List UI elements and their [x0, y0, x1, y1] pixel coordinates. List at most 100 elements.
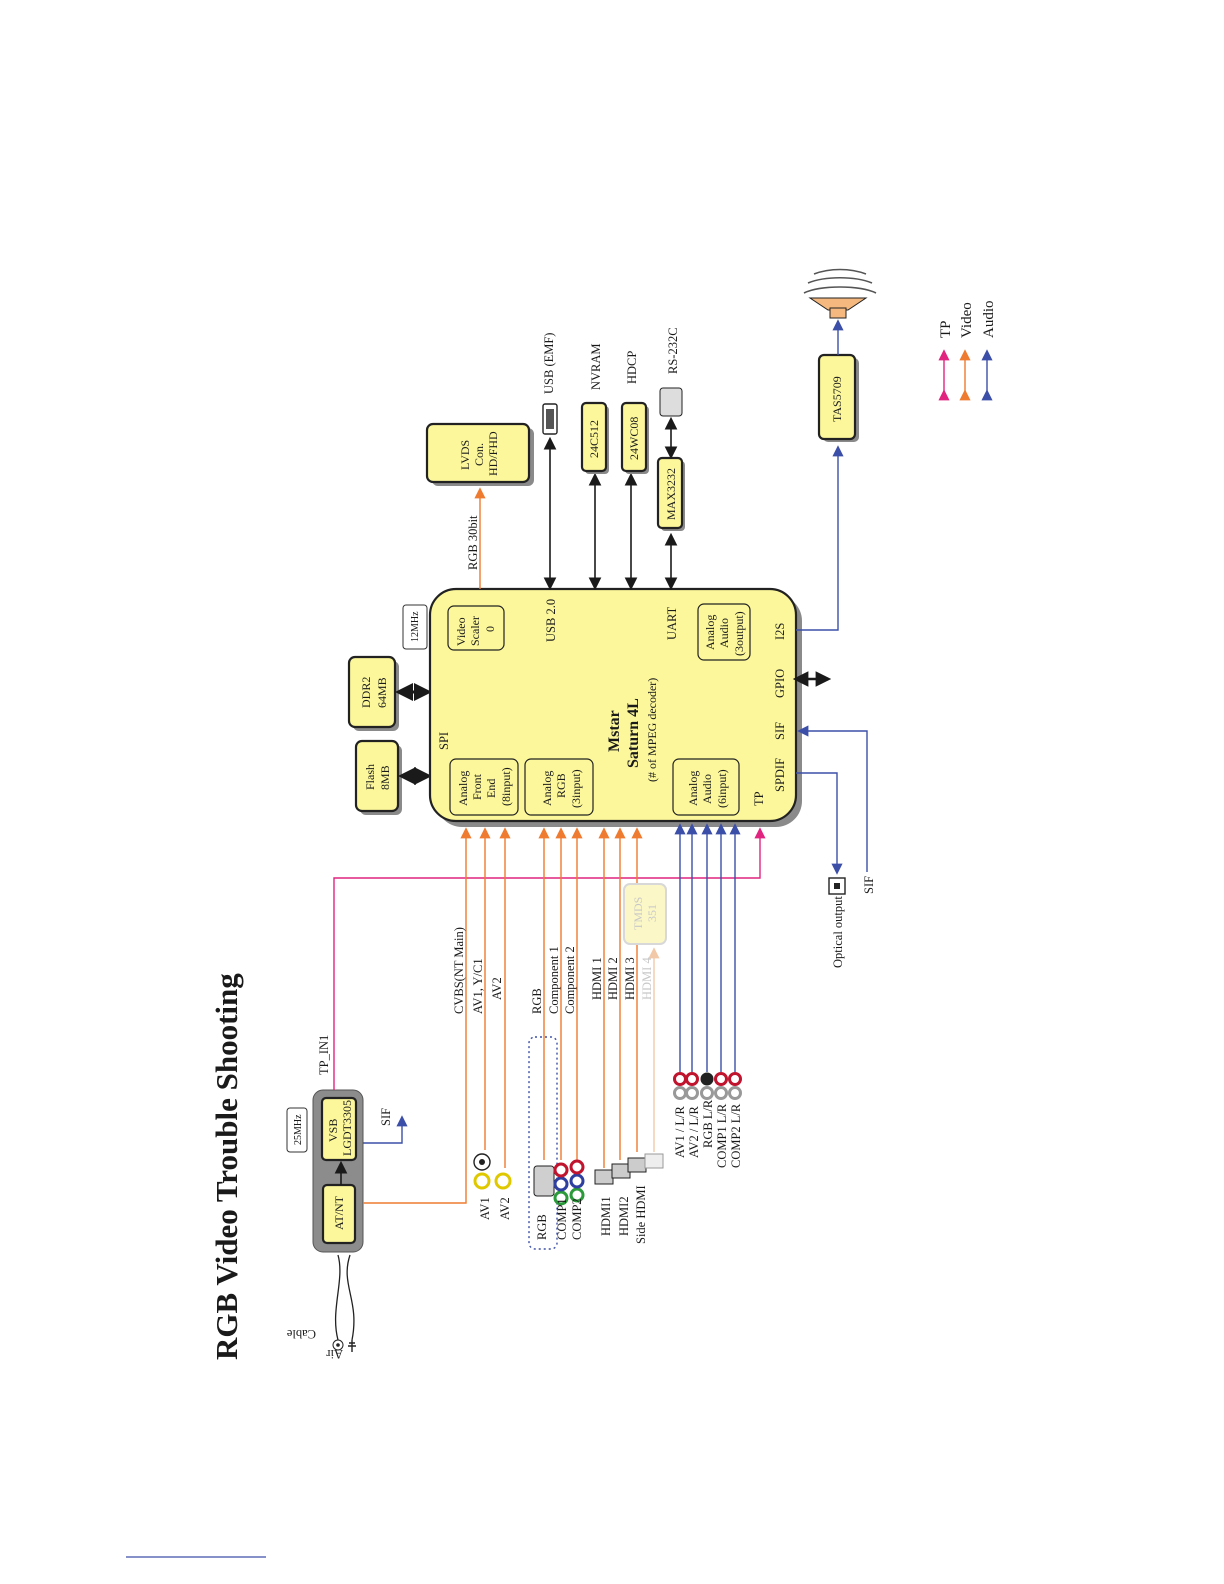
audio-label-av2: AV2 / L/R: [687, 1105, 701, 1158]
comp2-audio-l-jack: [728, 1086, 742, 1100]
conn-av2: AV2: [498, 1197, 512, 1220]
tmds-label-2: 351: [645, 904, 659, 922]
av1-audio-l-jack: [673, 1086, 687, 1100]
av1-audio-r-jack: [673, 1072, 687, 1086]
audio-label-comp2: COMP2 L/R: [729, 1103, 743, 1168]
i2s-line: [796, 445, 844, 631]
comp1-pr-jack: [553, 1162, 569, 1178]
cvbs-line: [363, 827, 472, 1204]
rgb-block: [524, 758, 594, 816]
speaker-waves: [803, 268, 877, 294]
conn-hdmi1: HDMI1: [599, 1196, 613, 1236]
speaker-magnet: [829, 307, 847, 319]
optical-port-center: [834, 883, 840, 889]
audio-label-rgb: RGB L/R: [701, 1099, 715, 1148]
tuner-crystal-label: 25MHz: [293, 1114, 304, 1145]
rgb-group-outline: [528, 1036, 558, 1250]
spdif-line: [796, 772, 843, 875]
nvram-block: [580, 401, 608, 473]
tuner-sif-label: SIF: [379, 1108, 393, 1126]
spi-label: SPI: [437, 732, 451, 750]
audio-in-label-1: Analog: [686, 771, 700, 806]
sif-in-line: [797, 725, 868, 872]
antenna-icon: [348, 1340, 356, 1352]
comp1-pb-jack: [553, 1176, 569, 1192]
hdcp-label: HDCP: [625, 351, 639, 384]
comp2-pr-jack: [569, 1159, 585, 1175]
memory-section: Flash 8MB DDR2 64MB 12MHz: [347, 604, 432, 815]
av1-jack-icon: [473, 1172, 491, 1190]
signal-hdmi1: HDMI 1: [590, 957, 604, 1000]
tp-line: [333, 827, 766, 1090]
tuner-crystal: [286, 1107, 308, 1153]
nvram-chip-label: 24C512: [587, 420, 601, 458]
conn-comp1: COMP1: [555, 1198, 569, 1240]
speaker-icon: [808, 297, 868, 311]
afe-label-2: Front: [470, 773, 484, 800]
air-wire: [346, 1254, 355, 1341]
port-i2s: I2S: [773, 623, 787, 640]
comp1-audio-l-jack: [714, 1086, 728, 1100]
soc-name-3: (# of MPEG decoder): [645, 678, 659, 782]
signal-component2: Component 2: [563, 946, 577, 1014]
rgb-label-2: RGB: [554, 773, 568, 798]
comp1-y-jack: [553, 1190, 569, 1206]
vga-port-icon: [533, 1165, 555, 1197]
rgb30-label: RGB 30bit: [466, 515, 480, 570]
afe-block: [449, 758, 519, 816]
amp-label: TAS5709: [830, 376, 844, 422]
lvds-label-3: HD/FHD: [486, 431, 500, 476]
ddr-label-2: 64MB: [375, 677, 389, 708]
soc-crystal-label: 12MHz: [410, 611, 421, 642]
signal-av1: AV1, Y/C1: [471, 958, 485, 1014]
rs232-port-icon: [659, 387, 683, 417]
flash-label-1: Flash: [363, 764, 377, 790]
conn-av1: AV1: [478, 1197, 492, 1220]
usb-port-inner: [546, 409, 554, 429]
hdcp-chip-label: 24WC08: [627, 417, 641, 460]
cable-connector-center: [336, 1343, 340, 1347]
conn-comp2: COMP2: [570, 1198, 584, 1240]
signal-rgb: RGB: [530, 988, 544, 1014]
audio-out-label-2: Audio: [717, 618, 731, 648]
conn-rgb: RGB: [535, 1214, 549, 1240]
comp2-audio-r-jack: [728, 1072, 742, 1086]
demod-label-2: LGDT3305: [340, 1100, 354, 1156]
flash-label-2: 8MB: [378, 765, 392, 790]
sif-in-label: SIF: [862, 876, 876, 894]
rgb-label-3: (3input): [569, 769, 583, 808]
signal-cvbs: CVBS(NT Main): [452, 927, 466, 1014]
afe-label-3: End: [484, 779, 498, 798]
port-usb: USB 2.0: [544, 599, 558, 642]
hdmi3-port-icon: [627, 1157, 647, 1173]
signal-component1: Component 1: [547, 946, 561, 1014]
afe-label-1: Analog: [456, 771, 470, 806]
audio-inputs: AV1 / L/R AV2 / L/R RGB L/R COMP1 L/R CO…: [673, 823, 743, 1168]
air-label: Air: [326, 1347, 344, 1361]
hdmi-side-port-icon: [644, 1153, 664, 1169]
audio-in-block: [672, 758, 740, 816]
lvds-label-2: Con.: [472, 443, 486, 466]
soc: SPI Analog Front End (8input) Analog RGB…: [428, 587, 802, 827]
outputs: RGB 30bit LVDS Con. HD/FHD USB (EMF) 24C…: [425, 268, 877, 968]
usb-emf-label: USB (EMF): [542, 333, 556, 394]
tuner-sif-arrow: [363, 1115, 408, 1144]
legend-audio-label: Audio: [981, 301, 997, 339]
comp2-y-jack: [569, 1187, 585, 1203]
demod-label-1: VSB: [326, 1119, 340, 1142]
signal-hdmi3: HDMI 3: [623, 957, 637, 1000]
port-uart: UART: [665, 606, 679, 640]
audio-in-label-2: Audio: [700, 774, 714, 804]
tuner-label: AT/NT: [332, 1195, 346, 1230]
tp-in1-label: TP_IN1: [317, 1035, 331, 1075]
signal-av2: AV2: [490, 977, 504, 1000]
max-label: MAX3232: [664, 468, 678, 520]
tuner-block: [321, 1183, 357, 1245]
audio-label-av1: AV1 / L/R: [673, 1105, 687, 1158]
scaler-label-1: Video: [454, 617, 468, 646]
signal-hdmi4: HDMI 4: [640, 957, 654, 1000]
rgb-audio-jack-2: [700, 1086, 714, 1100]
av2-audio-l-jack: [685, 1086, 699, 1100]
soc-crystal: [402, 604, 428, 650]
